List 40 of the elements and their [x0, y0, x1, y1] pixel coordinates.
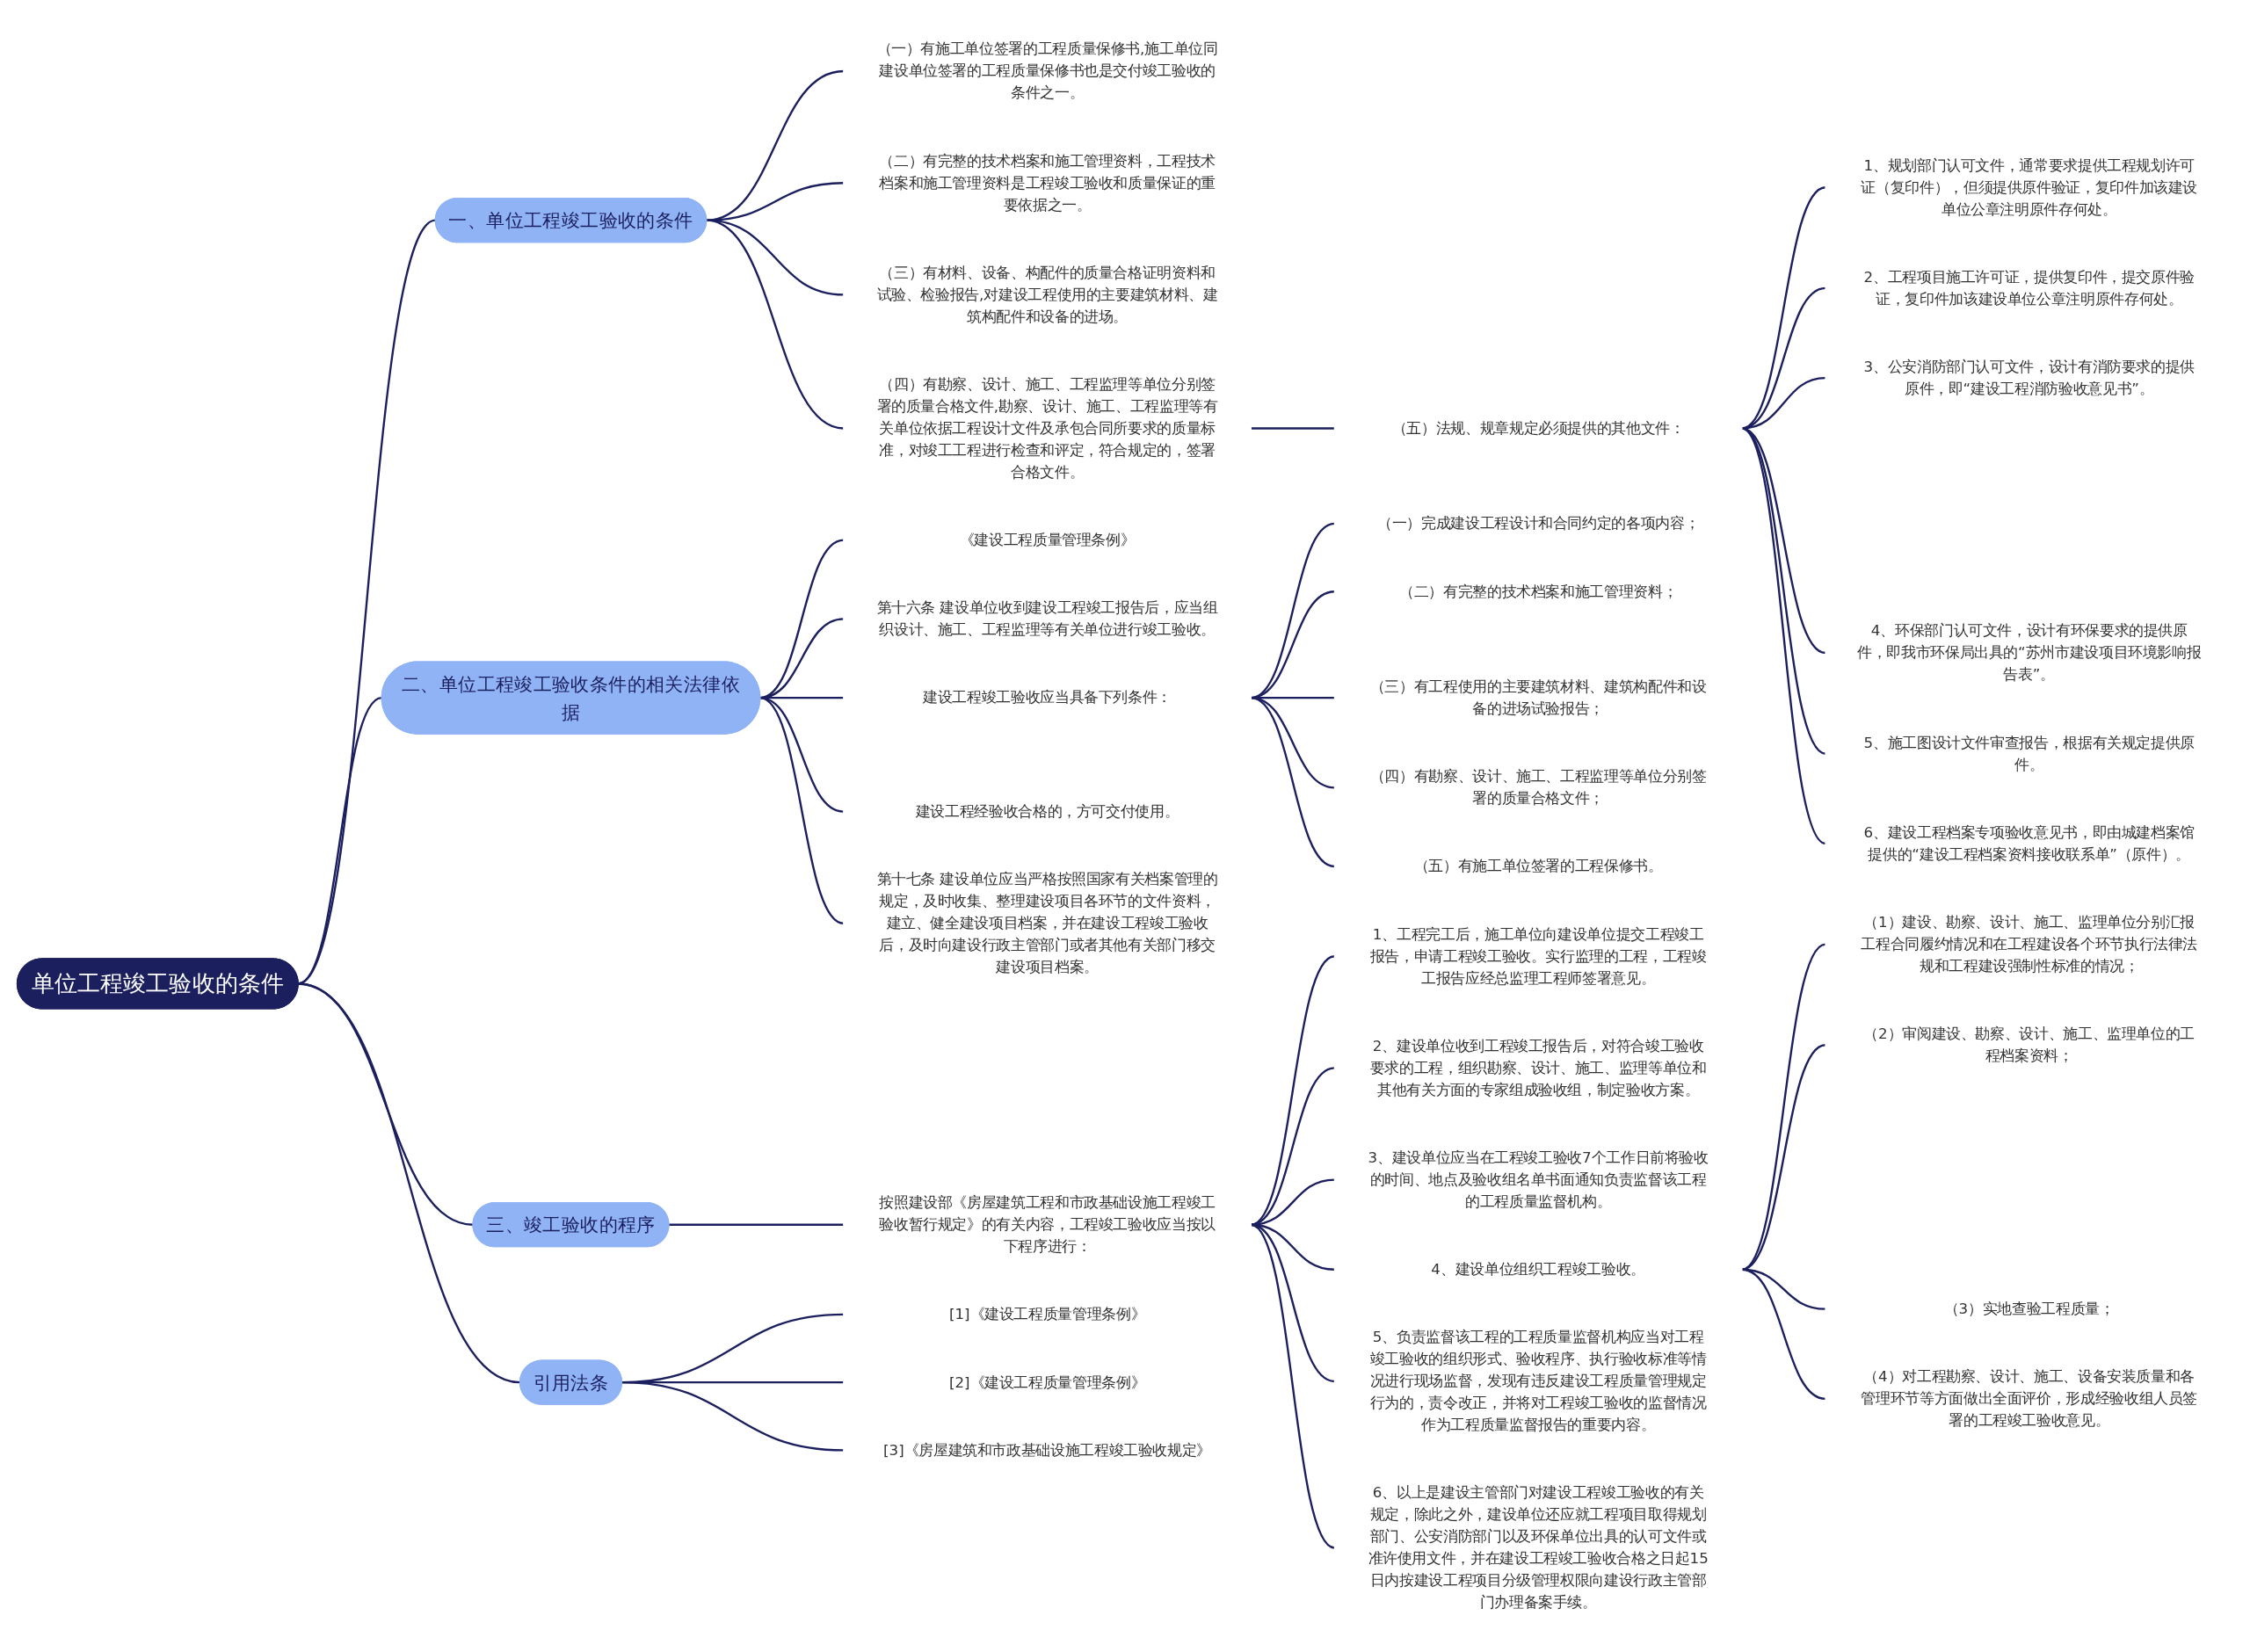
node-text: 建设工程竣工验收应当具备下列条件：: [923, 689, 1172, 706]
node-text: 6、建设工程档案专项验收意见书，即由城建档案馆提供的“建设工程档案资料接收联系单”（原件）。: [1863, 823, 2196, 863]
node-text: 5、负责监督该工程的工程质量监督机构应当对工程竣工验收的组织形式、验收程序、执行验收标准等情况进行现场监督，发现有违反建设工程质量管理规定行为的，责令改正，并将对工程竣工验收的监督情况作为工程质量监督报告的重要内容。: [1369, 1328, 1707, 1433]
node-text: （五）有施工单位签署的工程保修书。: [1413, 857, 1663, 874]
node-text: [3]《房屋建筑和市政基础设施工程竣工验收规定》: [883, 1441, 1212, 1459]
node-text: （二）有完整的技术档案和施工管理资料，工程技术档案和施工管理资料是工程竣工验收和质量保证的重要依据之一。: [879, 152, 1216, 214]
node-text: 建设工程经验收合格的，方可交付使用。: [915, 802, 1179, 820]
node-text: （五）法规、规章规定必须提供的其他文件：: [1391, 419, 1685, 437]
node-text: 3、公安消防部门认可文件，设计有消防要求的提供原件，即“建设工程消防验收意见书”。: [1863, 358, 2196, 397]
node-text: 4、建设单位组织工程竣工验收。: [1431, 1260, 1645, 1278]
connector: [621, 1380, 844, 1452]
node-text: （三）有工程使用的主要建筑材料、建筑构配件和设备的进场试验报告；: [1369, 677, 1707, 717]
node-text: 1、规划部门认可文件，通常要求提供工程规划许可证（复印件），但须提供原件验证，复印件加该建设单位公章注明原件存何处。: [1861, 156, 2198, 218]
node-text: 2、工程项目施工许可证，提供复印件，提交原件验证，复印件加该建设单位公章注明原件存何处。: [1863, 268, 2196, 308]
connector: [297, 982, 520, 1384]
node-text: 按照建设部《房屋建筑工程和市政基础设施工程竣工验收暂行规定》的有关内容，工程竣工验收应当按以下程序进行：: [879, 1193, 1216, 1255]
node-text: 第十六条 建设单位收到建设工程竣工报告后，应当组织设计、施工、工程监理等有关单位进行竣工验收。: [876, 598, 1218, 638]
node-text: （二）有完整的技术档案和施工管理资料；: [1399, 583, 1678, 600]
node-text: 5、施工图设计文件审查报告，根据有关规定提供原件。: [1863, 734, 2196, 773]
node-text: （一）完成建设工程设计和合同约定的各项内容；: [1377, 514, 1700, 532]
node-text: （3）实地查验工程质量；: [1943, 1300, 2115, 1317]
node-text: 第十七条 建设单位应当严格按照国家有关档案管理的规定，及时收集、整理建设项目各环节的文件资料，建立、健全建设项目档案，并在建设工程竣工验收后，及时向建设行政主管部门或者其他有关部门移交建设项目档案。: [876, 870, 1218, 975]
node-text: （1）建设、勘察、设计、施工、监理单位分别汇报工程合同履约情况和在工程建设各个环节执行法律法规和工程建设强制性标准的情况；: [1861, 913, 2198, 975]
node-text: [2]《建设工程质量管理条例》: [948, 1373, 1146, 1391]
node-text: [1]《建设工程质量管理条例》: [948, 1305, 1146, 1322]
connector: [1251, 427, 1335, 430]
node-text: （一）有施工单位签署的工程质量保修书,施工单位同建设单位签署的工程质量保修书也是交付竣工验收的条件之一。: [876, 40, 1218, 101]
node-text: （四）有勘察、设计、施工、工程监理等单位分别签署的质量合格文件；: [1369, 767, 1707, 807]
connector: [706, 182, 844, 221]
node-text: 《建设工程质量管理条例》: [959, 531, 1136, 548]
node-text: （四）有勘察、设计、施工、工程监理等单位分别签署的质量合格文件,勘察、设计、施工、工程监理等有关单位依据工程设计文件及承包合同所要求的质量标准，对竣工工程进行检查和评定，符合规定的，签署合格文件。: [876, 375, 1218, 481]
node-text: 6、以上是建设主管部门对建设工程竣工验收的有关规定，除此之外，建设单位还应就工程项目取得规划部门、公安消防部门以及环保单位出具的认可文件或准许使用文件，并在建设工程竣工验收合格之日起15日内按建设工程项目分级管理权限向建设行政主管部门办理备案手续。: [1368, 1484, 1709, 1611]
node-text: （三）有材料、设备、构配件的质量合格证明资料和试验、检验报告,对建设工程使用的主要建筑材料、建筑构配件和设备的进场。: [876, 264, 1218, 325]
node-text: 2、建设单位收到工程竣工报告后，对符合竣工验收要求的工程，组织勘察、设计、施工、监理等单位和其他有关方面的专家组成验收组，制定验收方案。: [1369, 1037, 1707, 1098]
connector: [668, 1223, 844, 1226]
node-text: （2）审阅建设、勘察、设计、施工、监理单位的工程档案资料；: [1863, 1025, 2196, 1064]
node-text: （4）对工程勘察、设计、施工、设备安装质量和各管理环节等方面做出全面评价，形成经验收组人员签署的工程竣工验收意见。: [1861, 1367, 2198, 1429]
node-text: 3、建设单位应当在工程竣工验收7个工作日前将验收的时间、地点及验收组名单书面通知负责监督该工程的工程质量监督机构。: [1368, 1148, 1709, 1210]
node-text: 4、环保部门认可文件，设计有环保要求的提供原件，即我市环保局出具的“苏州市建设项目环境影响报告表”。: [1857, 621, 2202, 683]
node-text: 1、工程完工后，施工单位向建设单位提交工程竣工报告，申请工程竣工验收。实行监理的工程，工程竣工报告应经总监理工程师签署意见。: [1369, 925, 1707, 987]
